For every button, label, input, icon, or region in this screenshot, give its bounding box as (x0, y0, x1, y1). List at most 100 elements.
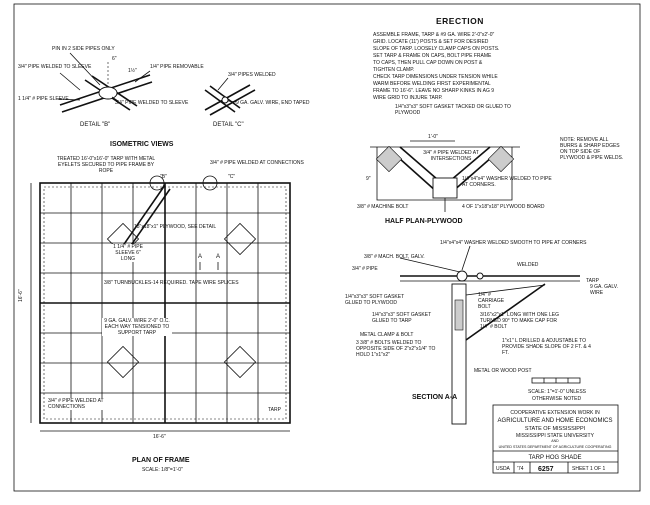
detail-b-note-sleeve: 1 1/4" # PIPE SLEEVE (18, 96, 69, 102)
plan-note-plywood: 18"x18"x1" PLYWOOD, SEE DETAIL (134, 224, 216, 230)
half-plan-note-remove: NOTE: REMOVE ALL BURRS & SHARP EDGES ON … (560, 137, 624, 161)
title-line-3: STATE OF MISSISSIPPI (525, 426, 586, 432)
half-plan-washer (432, 177, 458, 199)
section-wire-wrap: 9 GA. GALV. WIRE (590, 284, 619, 296)
plan-note-bottom-pipe: 3/4" # PIPE WELDED AT CONNECTIONS (48, 398, 120, 410)
erection-line-6: TIGHTEN CLAMP. (373, 67, 414, 73)
plan-wire-wrap: 9 GA. GALV. WIRE 2'-0" O.C. EACH WAY TEN… (102, 318, 172, 336)
half-plan-note-washer: 1/4"x4"x4" WASHER WELDED TO PIPE AT CORN… (462, 176, 552, 188)
plan-label-tarp: TARP (268, 407, 282, 413)
plan-label-a2: A (216, 254, 220, 260)
section-title: SECTION A-A (412, 394, 457, 401)
half-plan-note-pipe: 3/4" # PIPE WELDED AT INTERSECTIONS (423, 150, 479, 162)
sheet-border (13, 3, 641, 492)
title-block: COOPERATIVE EXTENSION WORK IN AGRICULTUR… (492, 404, 619, 474)
title-sheet: SHEET 1 OF 1 (572, 466, 605, 472)
detail-c-pipe-1 (204, 84, 251, 111)
plan-note-corner-pipe: 3/4" # PIPE WELDED AT CONNECTIONS (210, 160, 305, 166)
plan-plywood-4 (223, 345, 257, 379)
half-plan-title: HALF PLAN-PLYWOOD (385, 218, 463, 225)
detail-b-leader-pin (69, 52, 101, 86)
half-plan-gasket-wrap: 1/4"x3"x3" SOFT GASKET TACKED OR GLUED T… (395, 104, 511, 116)
section-a-a: 1/4"x4"x4" WASHER WELDED SMOOTH TO PIPE … (345, 240, 619, 425)
section-clamp (454, 299, 464, 331)
section-note-washer: 1/4"x4"x4" WASHER WELDED SMOOTH TO PIPE … (440, 240, 587, 246)
detail-b-note-welded: 3/4" PIPE WELDED TO SLEEVE (115, 100, 189, 106)
half-plan-board-outline (376, 147, 513, 201)
erection-line-5: TO CAPS, THEN PULL CAP DOWN ON POST & (373, 60, 483, 66)
detail-b-dim-right: 1½" (128, 67, 137, 74)
detail-c-pipe-2 (204, 89, 236, 113)
detail-b-pin-note: PIN IN 2 SIDE PIPES ONLY (52, 46, 115, 52)
scale-block: SCALE: 1"=1'-0" UNLESS OTHERWISE NOTED (528, 377, 587, 402)
section-note-drilled: 1"x1" L DRILLED & ADJUSTABLE TO PROVIDE … (502, 338, 591, 356)
isometric-title: ISOMETRIC VIEWS (110, 141, 174, 148)
erection-line-4: SET TARP & FRAME ON CAPS, BOLT PIPE FRAM… (373, 53, 492, 59)
section-note-bolts: 3 3/8" # BOLTS WELDED TO OPPOSITE SIDE O… (356, 340, 436, 358)
plan-detail-c-marker (202, 175, 218, 191)
half-plan-note-board: 4 OF 1"x18"x18" PLYWOOD BOARD (462, 204, 545, 210)
detail-b-note-removable: 1/4" PIPE REMOVABLE (150, 64, 204, 70)
erection-line-9: FRAME TO 16'-6". LEAVE NO SHARP KINKS IN… (373, 88, 494, 94)
section-note-tarp: TARP (586, 278, 600, 284)
plan-diagonal-pipe-b (124, 188, 171, 255)
erection-line-7: CHECK TARP DIMENSIONS UNDER TENSION WHIL… (373, 74, 498, 80)
erection-title: ERECTION (436, 16, 484, 26)
plan-plywood-2 (223, 222, 257, 256)
plan-tarp-wrap: TREATED 16'-0"x16'-0" TARP WITH METAL EY… (56, 156, 156, 174)
section-note-gasket1: 1/4"x3"x3" SOFT GASKET GLUED TO PLYWOOD (345, 294, 405, 306)
half-plan-note-bolt: 3/8" # MACHINE BOLT (357, 204, 408, 210)
section-note-pipe: 3/4" # PIPE (352, 266, 378, 272)
scale-text: SCALE: 1"=1'-0" UNLESS (528, 389, 587, 395)
plan-note-sleeve: 1 1/4" # PIPE SLEEVE 6" LONG (108, 244, 148, 262)
erection-line-10: WIRE GRID TO INJURE TARP. (373, 95, 443, 101)
detail-b: PIN IN 2 SIDE PIPES ONLY 6" 1½" 3/4" PIP… (18, 46, 204, 128)
title-line-2: AGRICULTURE AND HOME ECONOMICS (498, 418, 613, 424)
title-line-6: UNITED STATES DEPARTMENT OF AGRICULTURE … (499, 445, 612, 449)
half-plan-gasket-left (375, 145, 403, 173)
detail-c-leader-wire (227, 100, 237, 103)
section-leader-bolt (399, 257, 461, 273)
plan-bottom-pipe-wrap: 3/4" # PIPE WELDED AT CONNECTIONS (48, 398, 120, 410)
detail-b-dim-top: 6" (112, 56, 117, 62)
scale-text-2: OTHERWISE NOTED (532, 396, 581, 402)
drawing-number: 6257 (538, 466, 554, 473)
plan-note-tarp: TREATED 16'-0"x16'-0" TARP WITH METAL EY… (56, 156, 156, 174)
plan-dim-height: 16'-6" (18, 289, 24, 302)
title-line-4: MISSISSIPPI STATE UNIVERSITY (516, 433, 595, 439)
section-note-post: METAL OR WOOD POST (474, 368, 532, 374)
half-plan-pipe-wrap: 3/4" # PIPE WELDED AT INTERSECTIONS (423, 150, 479, 162)
detail-c-wire-end (221, 96, 229, 104)
section-note-clamp: METAL CLAMP & BOLT (360, 332, 413, 338)
plan-plywood-3 (106, 345, 140, 379)
plan-diagonal-pipe (119, 184, 166, 251)
plan-of-frame: TREATED 16'-0"x16'-0" TARP WITH METAL EY… (18, 156, 305, 473)
detail-c-leader-pipes (217, 77, 229, 91)
section-leader-washer (461, 245, 471, 271)
section-note-wire: 9 GA. GALV. WIRE (590, 284, 619, 296)
section-note-gasket2: 1/4"x3"x3" SOFT GASKET GLUED TO TARP (372, 312, 432, 324)
detail-c: 3/4" PIPES WELDED 9 GA. GALV. WIRE, END … (204, 72, 310, 128)
erection-line-8: WARM BEFORE WELDING FIRST EXPERIMENTAL (373, 81, 491, 87)
plan-note-wire: 9 GA. GALV. WIRE 2'-0" O.C. EACH WAY TEN… (102, 318, 172, 336)
section-bolts-wrap: 3 3/8" # BOLTS WELDED TO OPPOSITE SIDE O… (356, 340, 436, 358)
detail-b-sleeve (98, 86, 118, 100)
detail-c-note-wire: 9 GA. GALV. WIRE, END TAPED (236, 100, 310, 106)
half-plan-dim-top: 1'-0" (428, 134, 438, 140)
section-angle-wrap: 3/16"x2"x1" LONG WITH ONE LEG TURNED 90°… (480, 312, 559, 330)
detail-b-leader-welded (111, 96, 119, 102)
section-brace (465, 283, 546, 341)
detail-c-title: DETAIL "C" (213, 122, 244, 128)
plan-dim-width: 16'-6" (153, 434, 166, 440)
half-plan-note-gasket: 1/4"x3"x3" SOFT GASKET TACKED OR GLUED T… (395, 104, 511, 116)
half-plan-gasket-right (487, 145, 515, 173)
title-block-frame (492, 404, 619, 474)
detail-c-note-pipes: 3/4" PIPES WELDED (228, 72, 276, 78)
plan-title: PLAN OF FRAME (132, 457, 190, 464)
title-year: '74 (517, 466, 524, 472)
section-drilled-wrap: 1"x1" L DRILLED & ADJUSTABLE TO PROVIDE … (502, 338, 591, 356)
section-note-bolt: 3/8" # MACH. BOLT, GALV. (364, 254, 425, 260)
section-note-welded: WELDED (517, 262, 539, 268)
plan-sleeve-wrap: 1 1/4" # PIPE SLEEVE 6" LONG (108, 244, 148, 262)
